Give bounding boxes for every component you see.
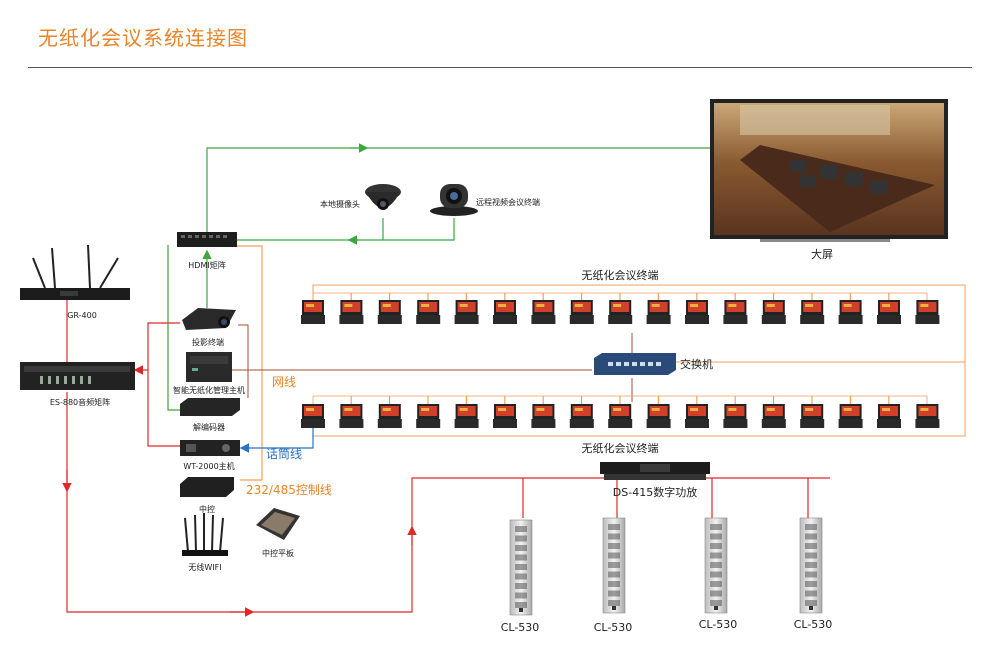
meeting-terminal-icon xyxy=(838,404,863,428)
meeting-terminal-icon xyxy=(493,300,517,324)
meeting-terminal-icon xyxy=(877,404,901,428)
local-camera-label: 本地摄像头 xyxy=(320,199,360,209)
gr400-label: GR-400 xyxy=(67,311,97,320)
meeting-terminal-icon xyxy=(569,404,594,428)
central-control-label: 中控 xyxy=(199,504,215,514)
meeting-terminal-icon xyxy=(838,300,863,324)
meeting-terminal-icon xyxy=(339,300,364,324)
meeting-terminal-icon xyxy=(646,300,671,324)
hdmi-matrix-device xyxy=(177,232,237,247)
decoder-device xyxy=(180,398,240,416)
meeting-terminal-icon xyxy=(761,300,786,324)
es880-label: ES-880音频矩阵 xyxy=(50,397,110,407)
meeting-terminal-icon xyxy=(531,404,556,428)
big-screen-label: 大屏 xyxy=(811,247,833,261)
network-line-label: 网线 xyxy=(272,375,296,389)
meeting-terminal-icon xyxy=(416,300,441,324)
meeting-terminal-icon xyxy=(877,300,901,324)
mgmt-host-label: 智能无纸化管理主机 xyxy=(173,385,245,395)
meeting-terminal-icon xyxy=(915,300,940,324)
wifi-label: 无线WIFI xyxy=(188,562,221,572)
mgmt-host-icon xyxy=(186,352,232,382)
speaker-label-3: CL-530 xyxy=(699,618,738,631)
mic-line-label: 话筒线 xyxy=(266,446,302,461)
terminals-top-label: 无纸化会议终端 xyxy=(582,268,659,282)
speaker-label-2: CL-530 xyxy=(594,621,633,634)
es880-audio-matrix xyxy=(20,362,135,390)
meeting-terminal-icon xyxy=(454,404,479,428)
meeting-terminal-icon xyxy=(569,300,594,324)
wt2000-host xyxy=(180,440,240,456)
meeting-terminal-icon xyxy=(301,404,325,428)
meeting-terminal-icon xyxy=(454,300,479,324)
meeting-terminal-icon xyxy=(608,404,633,428)
meeting-terminal-icon xyxy=(339,404,364,428)
dome-camera-icon xyxy=(365,184,401,210)
meeting-terminal-icon xyxy=(646,404,671,428)
meeting-terminal-icon xyxy=(800,404,825,428)
meeting-terminal-icon xyxy=(685,300,709,324)
title-divider xyxy=(28,67,972,68)
ptz-camera-icon xyxy=(430,184,478,216)
page-title: 无纸化会议系统连接图 xyxy=(38,26,248,50)
central-control-device xyxy=(180,477,234,497)
speaker-label-1: CL-530 xyxy=(501,621,540,634)
meeting-terminal-icon xyxy=(685,404,709,428)
column-speaker-icon xyxy=(799,517,823,614)
meeting-terminal-icon xyxy=(915,404,940,428)
switch-label: 交换机 xyxy=(680,357,713,371)
green-line-to-screen xyxy=(206,147,710,232)
projector-label: 投影终端 xyxy=(192,337,224,347)
meeting-terminal-icon xyxy=(531,300,556,324)
tablet-icon xyxy=(256,508,300,540)
meeting-terminal-icon xyxy=(301,300,325,324)
speaker-group xyxy=(509,517,823,616)
ds415-amplifier xyxy=(600,462,710,480)
gr400-receiver xyxy=(20,244,130,300)
tablet-label: 中控平板 xyxy=(262,548,294,558)
column-speaker-icon xyxy=(602,517,626,614)
amp-label: DS-415数字功放 xyxy=(613,485,697,499)
column-speaker-icon xyxy=(509,519,533,616)
column-speaker-icon xyxy=(704,517,728,614)
hdmi-matrix-label: HDMI矩阵 xyxy=(188,260,225,270)
speaker-label-4: CL-530 xyxy=(794,618,833,631)
meeting-terminal-icon xyxy=(723,300,748,324)
decoder-label: 解编码器 xyxy=(193,422,225,432)
meeting-terminal-icon xyxy=(723,404,748,428)
meeting-terminal-icon xyxy=(608,300,633,324)
projector-icon xyxy=(182,308,236,330)
remote-terminal-label: 远程视频会议终端 xyxy=(476,197,540,207)
meeting-terminal-icon xyxy=(377,300,402,324)
terminal-row-bottom xyxy=(301,395,940,428)
terminals-bottom-label: 无纸化会议终端 xyxy=(582,441,659,455)
network-switch xyxy=(594,353,676,375)
big-screen xyxy=(710,99,948,242)
meeting-terminal-icon xyxy=(761,404,786,428)
wifi-router-icon xyxy=(182,513,228,556)
control-line-label: 232/485控制线 xyxy=(246,483,332,497)
meeting-terminal-icon xyxy=(493,404,517,428)
meeting-terminal-icon xyxy=(800,300,825,324)
meeting-terminal-icon xyxy=(416,404,441,428)
terminal-row-top xyxy=(301,292,940,324)
meeting-terminal-icon xyxy=(377,404,402,428)
wt2000-label: WT-2000主机 xyxy=(183,461,234,471)
